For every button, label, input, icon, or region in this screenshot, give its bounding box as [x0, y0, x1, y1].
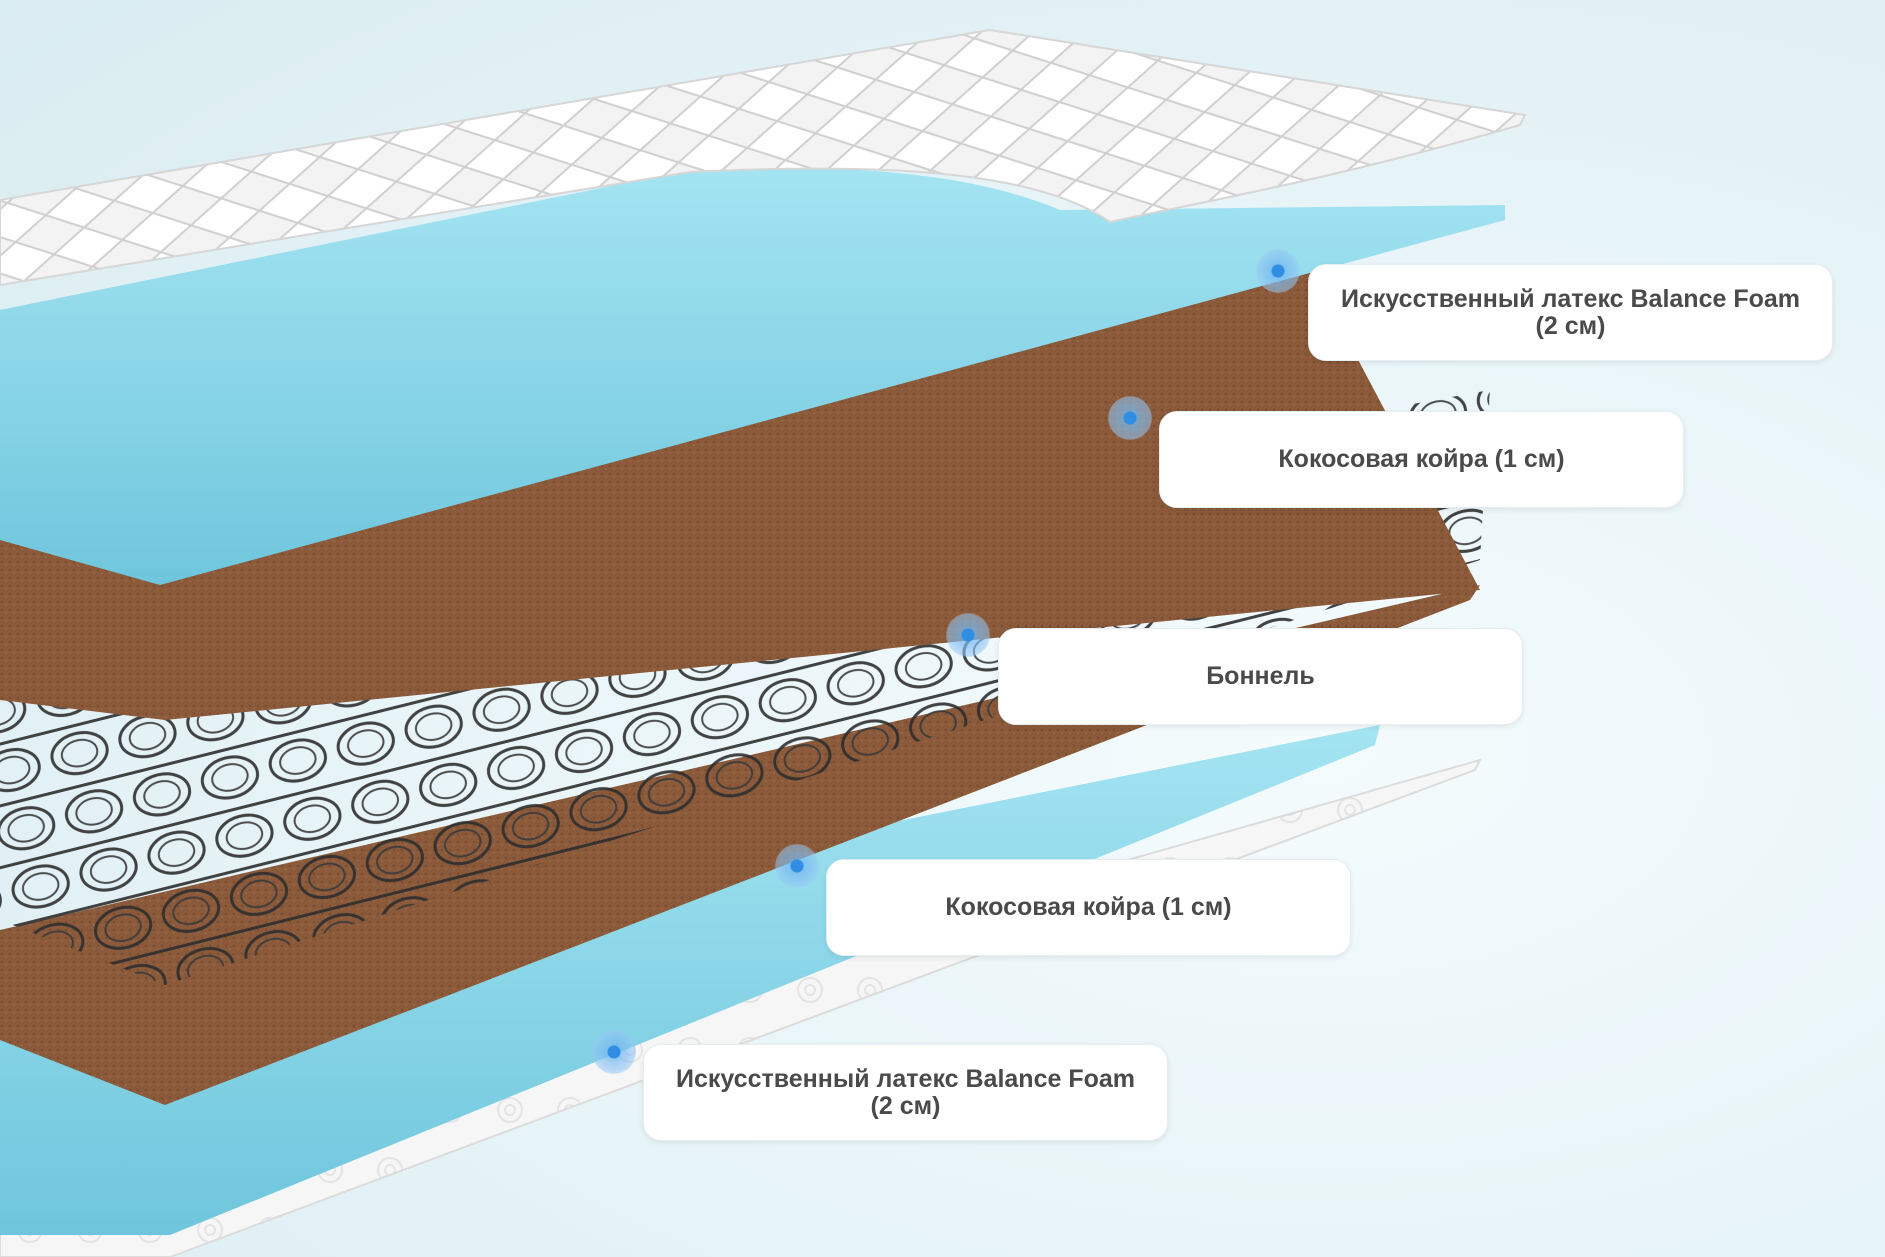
label-bonnell: Боннель [998, 628, 1523, 725]
marker-dot-icon [775, 844, 819, 888]
label-coir-top-text: Кокосовая койра (1 см) [1278, 445, 1565, 473]
marker-dot-icon [1108, 396, 1152, 440]
label-latex-bottom-text: Искусственный латекс Balance Foam (2 см) [676, 1064, 1135, 1120]
top-latex-layer [0, 167, 1505, 585]
label-coir-top: Кокосовая койра (1 см) [1159, 411, 1684, 508]
label-coir-bottom-text: Кокосовая койра (1 см) [945, 893, 1232, 921]
bottom-latex-layer [0, 725, 1380, 1235]
marker-dot-icon [592, 1030, 636, 1074]
label-latex-top-text: Искусственный латекс Balance Foam (2 см) [1341, 284, 1800, 340]
top-coir-layer [0, 250, 1480, 720]
marker-dot-icon [946, 613, 990, 657]
marker-dot-icon [1256, 249, 1300, 293]
label-bonnell-text: Боннель [1206, 662, 1315, 690]
label-latex-bottom: Искусственный латекс Balance Foam (2 см) [643, 1044, 1168, 1141]
top-quilted-cover [0, 28, 1527, 287]
label-coir-bottom: Кокосовая койра (1 см) [826, 859, 1351, 956]
label-latex-top: Искусственный латекс Balance Foam (2 см) [1308, 264, 1833, 361]
